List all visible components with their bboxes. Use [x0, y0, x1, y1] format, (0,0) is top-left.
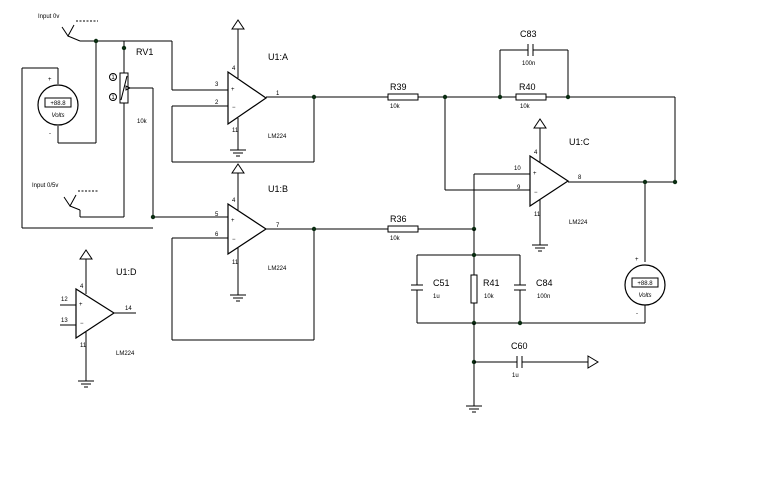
svg-text:1u: 1u — [512, 373, 519, 379]
svg-text:+: + — [79, 302, 83, 308]
potentiometer-rv1: RV1 1 1 10k — [109, 47, 153, 125]
right-meter-plus: + — [635, 257, 639, 263]
capacitor-c83: C83 100n — [500, 29, 568, 67]
svg-text:11: 11 — [534, 212, 541, 218]
svg-text:C51: C51 — [433, 278, 450, 288]
u1a-ref: U1:A — [268, 52, 288, 62]
svg-text:C83: C83 — [520, 29, 537, 39]
svg-text:R41: R41 — [483, 278, 500, 288]
svg-text:R39: R39 — [390, 82, 407, 92]
left-meter-reading: +88.8 — [50, 101, 66, 107]
svg-text:4: 4 — [232, 66, 236, 72]
svg-text:11: 11 — [232, 128, 239, 134]
u1d-ref: U1:D — [116, 267, 137, 277]
svg-text:−: − — [80, 321, 84, 327]
resistor-r40: R40 10k — [515, 82, 547, 110]
svg-text:12: 12 — [61, 297, 68, 303]
right-meter-reading: +88.8 — [637, 281, 653, 287]
svg-text:10: 10 — [514, 166, 521, 172]
opamp-u1b: + − U1:B LM224 5 6 7 4 11 — [171, 163, 388, 341]
svg-text:10k: 10k — [484, 294, 495, 300]
u1b-part: LM224 — [268, 266, 287, 272]
u1c-part: LM224 — [569, 220, 588, 226]
svg-text:6: 6 — [215, 232, 219, 238]
svg-text:R40: R40 — [519, 82, 536, 92]
svg-text:7: 7 — [276, 223, 280, 229]
svg-text:+: + — [533, 171, 537, 177]
svg-text:−: − — [232, 237, 236, 243]
u1d-part: LM224 — [116, 351, 135, 357]
svg-text:100n: 100n — [537, 294, 550, 300]
rv1-pin-top: 1 — [111, 75, 115, 81]
svg-text:−: − — [232, 105, 236, 111]
left-meter-unit: Volts — [51, 113, 64, 119]
svg-text:4: 4 — [232, 198, 236, 204]
input-bottom-label: Input 0/5v — [32, 183, 58, 189]
svg-text:3: 3 — [215, 82, 219, 88]
svg-text:R36: R36 — [390, 214, 407, 224]
svg-text:5: 5 — [215, 212, 219, 218]
left-voltmeter: +88.8 Volts + - — [37, 77, 79, 137]
left-meter-plus: + — [48, 77, 52, 83]
left-wiring — [21, 38, 228, 229]
svg-text:4: 4 — [80, 284, 84, 290]
svg-text:C60: C60 — [511, 341, 528, 351]
svg-text:100n: 100n — [522, 61, 535, 67]
svg-text:11: 11 — [80, 343, 87, 349]
right-meter-minus: - — [636, 311, 638, 317]
input-bottom-terminal: Input 0/5v — [32, 183, 99, 211]
svg-text:1u: 1u — [433, 294, 440, 300]
svg-text:4: 4 — [534, 150, 538, 156]
left-meter-minus: - — [49, 131, 51, 137]
u1a-part: LM224 — [268, 134, 287, 140]
svg-text:10k: 10k — [390, 104, 401, 110]
rv1-pin-bottom: 1 — [111, 95, 115, 101]
svg-text:8: 8 — [578, 175, 582, 181]
right-voltmeter: +88.8 Volts + - — [624, 257, 666, 323]
input-top-label: Input 0v — [38, 14, 59, 20]
capacitor-c60: C60 1u — [474, 341, 599, 379]
svg-text:9: 9 — [517, 185, 521, 191]
resistor-r36: R36 10k — [387, 214, 477, 242]
svg-text:C84: C84 — [536, 278, 553, 288]
rv1-ref: RV1 — [136, 47, 153, 57]
u1c-ref: U1:C — [569, 137, 590, 147]
svg-text:14: 14 — [125, 306, 132, 312]
input-top-terminal: Input 0v — [38, 14, 98, 42]
svg-text:2: 2 — [215, 100, 219, 106]
opamp-u1d: + − U1:D LM224 12 13 14 4 11 — [60, 249, 137, 388]
svg-text:+: + — [231, 87, 235, 93]
rv1-value: 10k — [137, 119, 148, 125]
right-meter-unit: Volts — [638, 293, 651, 299]
opamp-u1c: + − U1:C LM224 10 9 8 4 11 — [473, 118, 678, 262]
resistor-r39: R39 10k — [387, 82, 419, 110]
filter-network: C51 1u R41 10k C84 100n — [411, 229, 645, 413]
svg-text:1: 1 — [276, 91, 280, 97]
svg-text:10k: 10k — [520, 104, 531, 110]
svg-text:13: 13 — [61, 318, 68, 324]
svg-text:+: + — [231, 218, 235, 224]
svg-text:11: 11 — [232, 260, 239, 266]
feedback-network-wiring — [418, 50, 676, 191]
opamp-u1a: + − U1:A LM224 3 2 1 4 11 — [171, 19, 388, 163]
svg-text:−: − — [534, 190, 538, 196]
u1b-ref: U1:B — [268, 184, 288, 194]
svg-text:10k: 10k — [390, 236, 401, 242]
